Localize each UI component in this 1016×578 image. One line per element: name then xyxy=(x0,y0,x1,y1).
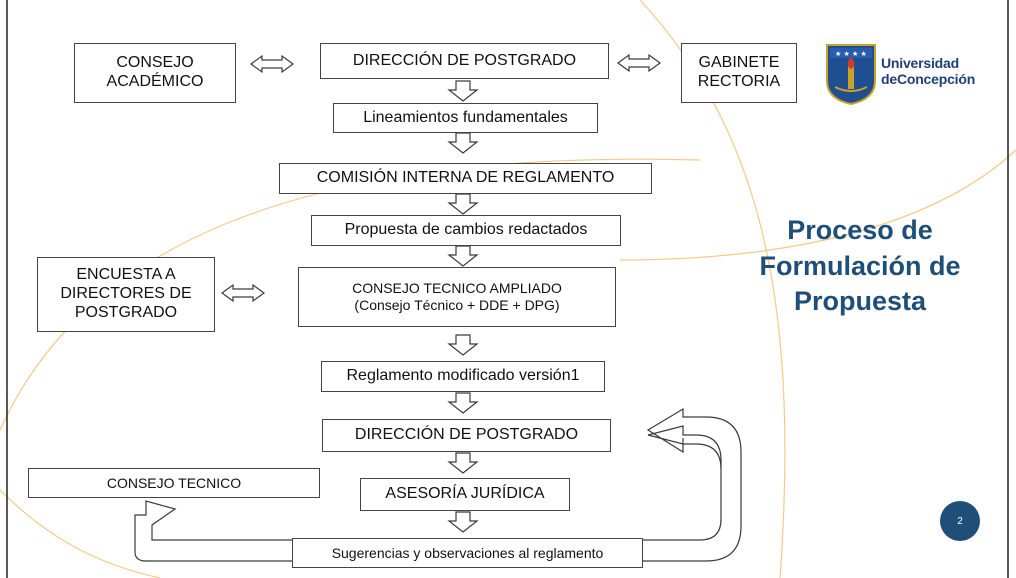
logo-line-2: deConcepción xyxy=(881,71,976,87)
bidirectional-arrow-encuesta-consejo xyxy=(221,284,265,302)
node-asesoria-juridica: ASESORÍA JURÍDICA xyxy=(360,478,570,511)
decor-curve-top-right xyxy=(619,149,1016,261)
node-consejo-tecnico: CONSEJO TECNICO xyxy=(28,468,320,498)
down-arrow-1 xyxy=(448,80,478,102)
node-encuesta-directores-label: ENCUESTA A DIRECTORES DE POSTGRADO xyxy=(60,266,192,321)
node-lineamientos: Lineamientos fundamentales xyxy=(333,103,598,133)
down-arrow-6 xyxy=(448,392,478,414)
down-arrow-2 xyxy=(448,132,478,154)
loop-arrow-to-consejo-tecnico xyxy=(134,500,292,562)
down-arrow-5 xyxy=(448,334,478,356)
bidirectional-arrow-direccion-gabinete xyxy=(617,54,661,72)
node-lineamientos-label: Lineamientos fundamentales xyxy=(363,108,568,126)
slide-title: Proceso de Formulación de Propuesta xyxy=(759,215,961,317)
node-comision-interna: COMISIÓN INTERNA DE REGLAMENTO xyxy=(279,163,652,194)
down-arrow-3 xyxy=(448,193,478,215)
down-arrow-7 xyxy=(448,452,478,474)
node-direccion-postgrado-bottom: DIRECCIÓN DE POSTGRADO xyxy=(322,419,611,452)
node-propuesta-cambios: Propuesta de cambios redactados xyxy=(311,215,621,246)
logo-line-1: Universidad xyxy=(881,55,959,71)
node-consejo-tecnico-ampliado: CONSEJO TECNICO AMPLIADO (Consejo Técnic… xyxy=(298,267,616,327)
loop-arrow-to-direccion xyxy=(643,425,722,541)
svg-text:★ ★ ★ ★: ★ ★ ★ ★ xyxy=(835,50,867,58)
page-number: 2 xyxy=(957,515,963,527)
decor-curve-bottom-left xyxy=(0,489,161,578)
node-comision-interna-label: COMISIÓN INTERNA DE REGLAMENTO xyxy=(316,169,615,187)
node-gabinete-rectoria: GABINETE RECTORIA xyxy=(681,43,797,103)
down-arrow-8 xyxy=(448,511,478,533)
node-gabinete-rectoria-label: GABINETE RECTORIA xyxy=(697,54,781,90)
node-consejo-academico-label: CONSEJO ACADÉMICO xyxy=(106,54,204,90)
node-direccion-postgrado-bottom-label: DIRECCIÓN DE POSTGRADO xyxy=(354,426,579,444)
loop-arrow-to-direccion-inner xyxy=(643,407,742,562)
node-reglamento-modificado-label: Reglamento modificado versión1 xyxy=(346,367,580,385)
node-consejo-tecnico-ampliado-label: CONSEJO TECNICO AMPLIADO (Consejo Técnic… xyxy=(352,280,562,313)
bidirectional-arrow-consejo-direccion xyxy=(250,55,294,73)
decor-curve-left xyxy=(0,158,701,431)
university-logo: ★ ★ ★ ★ Universidad deConcepción xyxy=(825,43,995,107)
university-shield-icon: ★ ★ ★ ★ xyxy=(826,44,876,105)
node-propuesta-cambios-label: Propuesta de cambios redactados xyxy=(344,221,588,239)
node-consejo-academico: CONSEJO ACADÉMICO xyxy=(74,43,236,103)
node-encuesta-directores: ENCUESTA A DIRECTORES DE POSTGRADO xyxy=(37,257,215,332)
node-direccion-postgrado-top-label: DIRECCIÓN DE POSTGRADO xyxy=(352,51,577,69)
node-sugerencias: Sugerencias y observaciones al reglament… xyxy=(292,538,643,568)
node-direccion-postgrado-top: DIRECCIÓN DE POSTGRADO xyxy=(320,43,609,79)
node-reglamento-modificado: Reglamento modificado versión1 xyxy=(321,361,605,392)
node-asesoria-juridica-label: ASESORÍA JURÍDICA xyxy=(385,485,545,503)
page-number-badge: 2 xyxy=(940,501,980,541)
node-consejo-tecnico-label: CONSEJO TECNICO xyxy=(106,475,242,491)
down-arrow-4 xyxy=(448,245,478,267)
node-sugerencias-label: Sugerencias y observaciones al reglament… xyxy=(331,544,604,561)
